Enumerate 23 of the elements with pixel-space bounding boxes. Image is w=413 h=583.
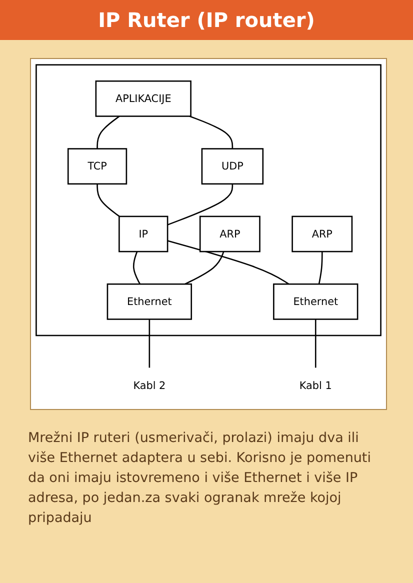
- node-box: IP: [118, 216, 168, 252]
- title-banner: IP Ruter (IP router): [0, 0, 413, 40]
- node-box: UDP: [201, 148, 264, 185]
- connector: [132, 251, 141, 284]
- connector: [96, 184, 120, 217]
- connector: [314, 319, 316, 368]
- connector: [148, 319, 150, 368]
- node-text: Kabl 1: [299, 379, 332, 392]
- connector: [318, 252, 323, 284]
- connector: [96, 116, 120, 149]
- node-box: Ethernet: [106, 283, 192, 320]
- connector: [167, 240, 290, 285]
- node-box: ARP: [199, 216, 260, 252]
- connector: [167, 184, 234, 226]
- node-box: Ethernet: [273, 283, 358, 320]
- connector: [184, 251, 224, 285]
- node-box: APLIKACIJE: [95, 80, 192, 117]
- connector: [189, 116, 234, 149]
- node-text: Kabl 2: [133, 379, 166, 392]
- node-box: TCP: [67, 148, 128, 185]
- caption: Mrežni IP ruteri (usmerivači, prolazi) imaju dva ili više Ethernet adaptera u sebi. Korisno je pomenuti da oni imaju istovremeno i više Ethernet i više IP adresa, po jedan.za svaki ogranak mreže kojoj pripadaju: [28, 429, 372, 528]
- cluster: [36, 64, 382, 336]
- node-box: ARP: [292, 216, 353, 252]
